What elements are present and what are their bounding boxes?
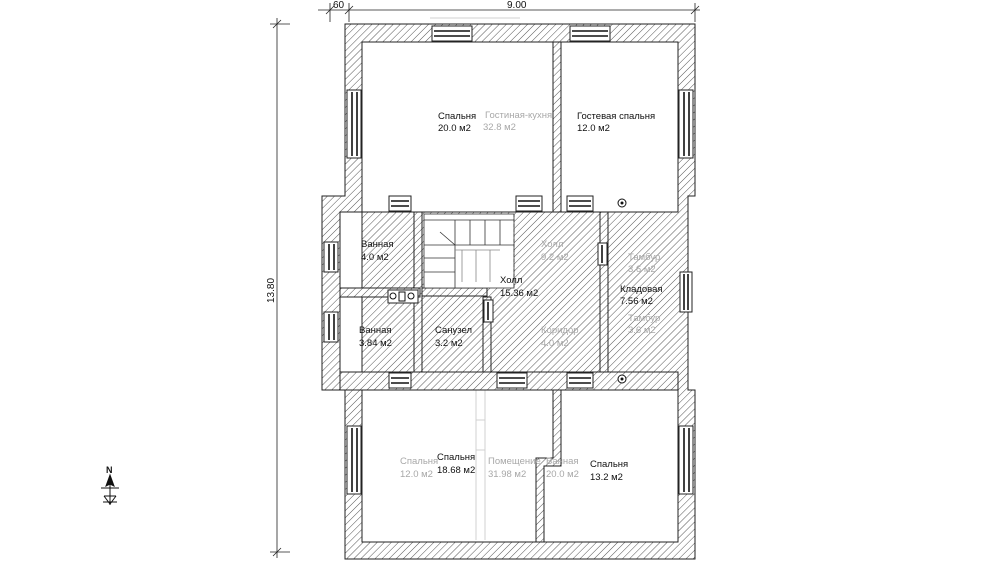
north-arrow-icon: N [101,465,119,505]
ghost-label-bath-old-area: 20.0 м2 [546,469,579,480]
vent-bottom-right [617,374,627,384]
wall-baths-divider [339,287,421,298]
wall-top-divider [552,41,562,213]
ghost-label-guest-old-name: Гостиная-кухня [485,110,552,121]
room-bedroom-bottom-left-name: Спальня [437,452,475,463]
window-right-storage [679,271,693,313]
windows [323,25,694,495]
window-left-upper [346,89,362,159]
window-top-left [431,25,473,42]
ghost-label-vestibule-2-name: Тамбур [628,313,660,324]
opening-hall-top [515,195,543,212]
wall-toilet-right [482,296,492,373]
opening-storage-side [597,242,608,266]
room-bathroom-1-name: Ванная [361,239,394,250]
window-left-bath-2 [323,311,339,343]
room-toilet-area: 3.2 м2 [435,338,463,349]
ghost-label-bedroom-old-area: 12.0 м2 [400,469,433,480]
room-storage-area: 7.56 м2 [620,296,653,307]
ghost-labels: Гостиная-кухня 32.8 м2 Холл 9.2 м2 Тамбу… [400,110,660,480]
dimension-top: 60 9.00 [318,0,700,22]
window-right-upper [678,89,694,159]
ghost-label-premises-old-name: Помещение [488,456,541,467]
ghost-label-premises-old-area: 31.98 м2 [488,469,526,480]
ghost-label-vestibule-1-name: Тамбур [628,252,660,263]
room-labels: Спальня 20.0 м2 Гостевая спальня 12.0 м2… [359,111,663,483]
ghost-label-hall-old-area: 9.2 м2 [541,252,569,263]
room-guest-bedroom-area: 12.0 м2 [577,123,610,134]
ghost-label-bath-old-name: Ванная [546,456,579,467]
wall-storage-left [599,211,609,373]
vent-top-right [617,198,627,208]
opening-toilet-side [483,299,494,323]
window-right-lower [678,425,694,495]
room-bathroom-2-name: Ванная [359,325,392,336]
room-toilet-name: Санузел [435,325,472,336]
ghost-label-corridor-name: Коридор [541,325,579,336]
room-storage-name: Кладовая [620,284,663,295]
room-bedroom-bottom-left-area: 18.68 м2 [437,465,475,476]
ghost-label-vestibule-2-area: 3.6 м2 [628,325,656,336]
opening-bath-2-bottom [388,372,412,389]
opening-bottom-right [566,372,594,389]
room-bedroom-bottom-right-name: Спальня [590,459,628,470]
dimension-top-small: 60 [333,0,345,11]
opening-corridor-bottom [496,372,528,389]
ghost-label-guest-old-area: 32.8 м2 [483,122,516,133]
room-bedroom-bottom-right-area: 13.2 м2 [590,472,623,483]
window-top-right [569,25,611,42]
room-bathroom-1-area: 4.0 м2 [361,252,389,263]
dimension-left-height: 13.80 [266,278,277,303]
window-left-lower [346,425,362,495]
wall-bottom-stepped [535,389,562,543]
staircase [423,213,515,289]
opening-bath-1-top [388,195,412,212]
window-left-bath-1 [323,241,339,273]
room-bedroom-top-left-name: Спальня [438,111,476,122]
dimension-top-width: 9.00 [507,0,527,11]
room-hall-name: Холл [500,275,522,286]
ghost-label-hall-old-name: Холл [541,239,563,250]
room-bedroom-top-left-area: 20.0 м2 [438,123,471,134]
ghost-label-corridor-area: 4.0 м2 [541,338,569,349]
room-bathroom-2-area: 3.84 м2 [359,338,392,349]
opening-storage-top [566,195,594,212]
north-letter: N [106,465,113,475]
ghost-label-bedroom-old-name: Спальня [400,456,438,467]
wall-stairs-bottom [421,287,488,297]
ghost-label-vestibule-1-area: 3.6 м2 [628,264,656,275]
room-hall-area: 15.36 м2 [500,288,538,299]
room-guest-bedroom-name: Гостевая спальня [577,111,655,122]
vent-ducts [387,289,419,304]
dimension-left: 13.80 [266,18,290,558]
